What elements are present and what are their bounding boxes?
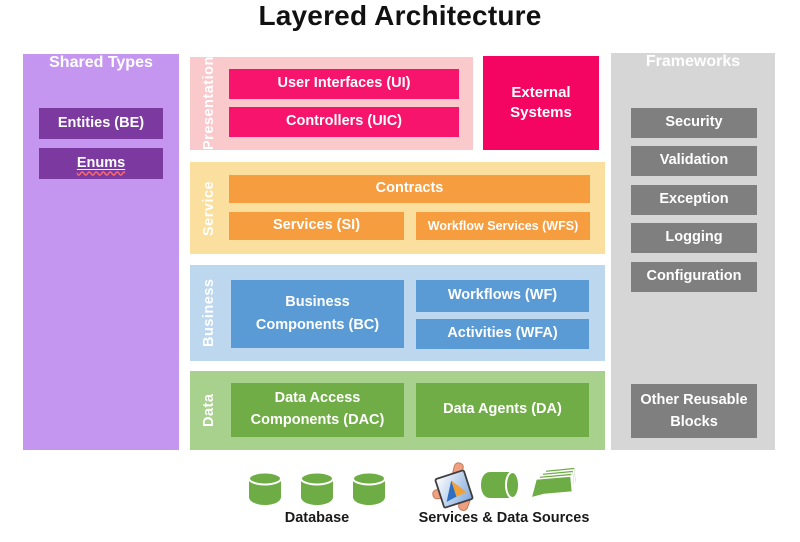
frameworks-header: Frameworks <box>645 53 741 70</box>
business-components-box: Business Components (BC) <box>231 280 404 348</box>
documents-stack-icon <box>529 466 577 500</box>
database-cylinder-icon <box>248 471 282 505</box>
entities-box: Entities (BE) <box>39 108 163 139</box>
logging-box: Logging <box>631 223 757 253</box>
data-agents-box: Data Agents (DA) <box>416 383 589 437</box>
data-layer: Data Data Access Components (DAC) Data A… <box>190 371 605 450</box>
configuration-box: Configuration <box>631 262 757 292</box>
database-cylinder-icon <box>352 471 386 505</box>
database-cylinder-icon <box>300 471 334 505</box>
business-layer: Business Business Components (BC) Workfl… <box>190 265 605 361</box>
external-systems-box: External Systems <box>483 56 599 150</box>
services-data-sources-label: Services & Data Sources <box>418 510 590 526</box>
service-layer: Service Contracts Services (SI) Workflow… <box>190 162 605 254</box>
presentation-layer: Presentation User Interfaces (UI) Contro… <box>190 57 473 150</box>
enums-box: Enums <box>39 148 163 179</box>
controllers-box: Controllers (UIC) <box>229 107 459 137</box>
enums-label-squiggle: Enums <box>76 154 126 171</box>
application-icon <box>432 462 474 511</box>
activities-box: Activities (WFA) <box>416 319 589 349</box>
business-layer-label: Business <box>201 278 217 348</box>
database-label: Database <box>284 510 350 526</box>
user-interfaces-box: User Interfaces (UI) <box>229 69 459 99</box>
shared-types-panel: Shared Types Entities (BE) Enums <box>23 54 179 450</box>
presentation-layer-label: Presentation <box>201 56 217 151</box>
workflows-box: Workflows (WF) <box>416 280 589 312</box>
other-reusable-blocks-box: Other Reusable Blocks <box>631 384 757 438</box>
validation-box: Validation <box>631 146 757 176</box>
contracts-box: Contracts <box>229 175 590 203</box>
data-layer-label: Data <box>201 393 217 428</box>
data-access-components-box: Data Access Components (DAC) <box>231 383 404 437</box>
frameworks-panel: Frameworks Security Validation Exception… <box>611 53 775 450</box>
security-box: Security <box>631 108 757 138</box>
services-box: Services (SI) <box>229 212 404 240</box>
exception-box: Exception <box>631 185 757 215</box>
shared-types-header: Shared Types <box>49 54 153 71</box>
service-layer-label: Service <box>201 180 217 236</box>
page-title: Layered Architecture <box>258 0 542 31</box>
workflow-services-box: Workflow Services (WFS) <box>416 212 590 240</box>
data-source-cylinder-icon <box>481 471 520 499</box>
